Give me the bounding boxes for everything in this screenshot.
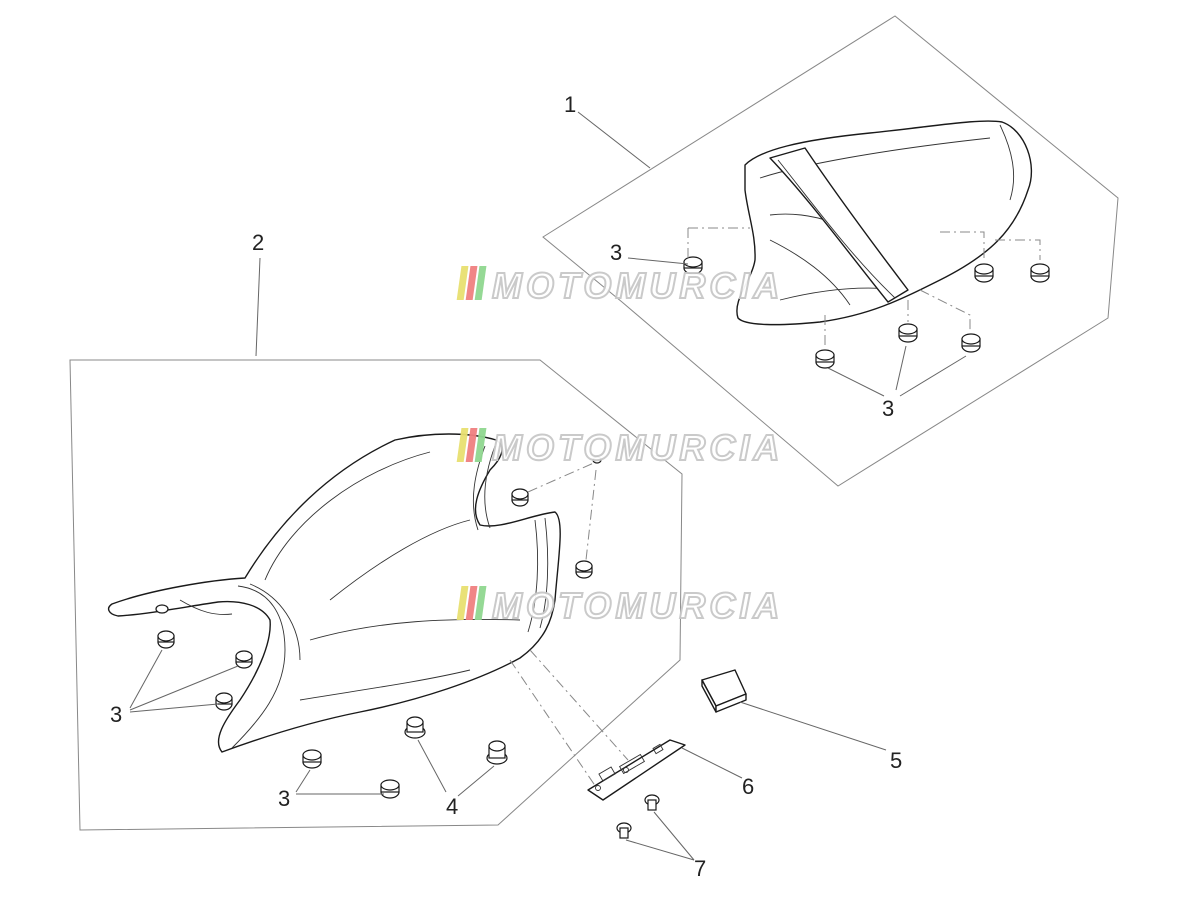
callout-3-rear-left: 3	[610, 240, 622, 265]
watermark-bottom: MOTOMURCIA	[456, 584, 783, 627]
watermark-stripe	[456, 586, 469, 620]
rear-dash-lines	[687, 227, 1041, 348]
leader-lines	[129, 111, 967, 861]
pad-part	[701, 669, 747, 713]
hook-icon	[155, 604, 169, 614]
callout-4: 4	[446, 794, 458, 819]
rider-seat-part	[107, 433, 561, 753]
nut-icon	[1030, 263, 1050, 283]
nut-icon	[974, 263, 994, 283]
watermark-stripe	[474, 428, 487, 462]
nut-icon	[575, 560, 593, 579]
watermark-stripe	[465, 266, 478, 300]
screw-icon	[644, 794, 660, 811]
watermark-stripe	[474, 586, 487, 620]
watermark-stripe	[465, 428, 478, 462]
nut-icon	[302, 749, 322, 769]
buffer-icon	[404, 716, 426, 739]
watermark-text: MOTOMURCIA	[492, 427, 783, 468]
nut-icon	[157, 630, 175, 649]
nut-icon	[235, 650, 253, 669]
nut-icon	[961, 333, 981, 353]
watermark-stripe	[474, 266, 487, 300]
group-1-outline	[542, 15, 1119, 487]
watermark-stripe	[465, 586, 478, 620]
watermark-stripe	[456, 266, 469, 300]
callout-labels: 1 2 3 3 3 3 4 5 6 7	[110, 92, 902, 881]
rider-nut-group	[157, 456, 602, 799]
callout-1: 1	[564, 92, 576, 117]
callout-7: 7	[694, 856, 706, 881]
buffer-group	[404, 716, 508, 765]
callout-2: 2	[252, 230, 264, 255]
group-2-outline	[69, 359, 683, 831]
rear-seat-part	[736, 120, 1033, 326]
rider-dash-lines	[509, 461, 629, 791]
callout-3-rider-bottom: 3	[278, 786, 290, 811]
nut-icon	[592, 456, 602, 464]
screw-icon	[616, 822, 632, 839]
callout-5: 5	[890, 748, 902, 773]
nut-icon	[683, 256, 703, 275]
watermark-text: MOTOMURCIA	[492, 585, 783, 626]
nut-icon	[380, 779, 400, 799]
nut-icon	[898, 323, 918, 343]
watermark-stripe	[456, 428, 469, 462]
callout-3-rear-bottom: 3	[882, 396, 894, 421]
nut-icon	[511, 488, 529, 507]
watermark-top: MOTOMURCIA	[456, 264, 783, 307]
nut-icon	[215, 692, 233, 711]
nut-icon	[815, 349, 835, 369]
callout-3-rider-left: 3	[110, 702, 122, 727]
screw-group	[616, 794, 660, 839]
rear-nut-group	[683, 256, 1050, 369]
callout-6: 6	[742, 774, 754, 799]
watermark-text: MOTOMURCIA	[492, 265, 783, 306]
plate-part	[587, 739, 686, 801]
watermark-middle: MOTOMURCIA	[456, 426, 783, 469]
buffer-icon	[486, 740, 508, 765]
